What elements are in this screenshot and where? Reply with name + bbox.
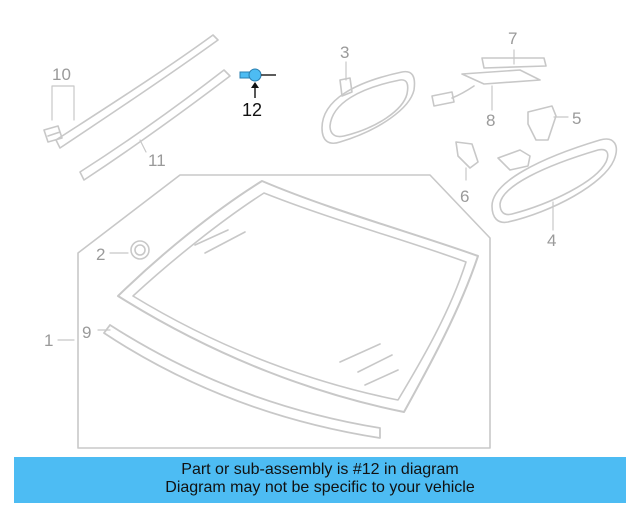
callout-3: 3 — [340, 43, 349, 62]
callout-1: 1 — [44, 331, 53, 350]
callout-2: 2 — [96, 245, 105, 264]
mirror-cover — [527, 105, 557, 141]
leader-lines — [51, 49, 569, 341]
callout-8: 8 — [486, 111, 495, 130]
windshield-glass — [117, 180, 479, 413]
callout-11: 11 — [148, 151, 166, 170]
banner-line-2: Diagram may not be specific to your vehi… — [165, 479, 475, 496]
windshield-panel-outline — [77, 174, 491, 449]
roof-moulding — [55, 34, 231, 181]
callout-7: 7 — [508, 29, 517, 48]
rearview-mirror-upper — [321, 70, 416, 144]
mirror-bracket — [455, 141, 479, 169]
mirror-mount — [497, 149, 531, 171]
rearview-mirror-lower — [491, 138, 618, 224]
cowl-seal-strip — [103, 324, 381, 439]
banner-line-1: Part or sub-assembly is #12 in diagram — [181, 461, 459, 478]
rain-sensor — [431, 57, 547, 107]
parts-diagram: 1 2 3 4 5 6 7 8 9 10 11 12 — [43, 29, 618, 449]
moulding-clip — [43, 125, 63, 143]
callout-6: 6 — [460, 187, 469, 206]
callout-labels: 1 2 3 4 5 6 7 8 9 10 11 12 — [44, 29, 581, 350]
info-banner: Part or sub-assembly is #12 in diagram D… — [14, 457, 626, 503]
callout-5: 5 — [572, 109, 581, 128]
callout-9: 9 — [82, 323, 91, 342]
callout-4: 4 — [547, 231, 556, 250]
callout-10: 10 — [52, 65, 71, 84]
screw-part-12 — [239, 68, 276, 98]
grommet — [130, 240, 150, 260]
callout-12: 12 — [242, 100, 262, 120]
